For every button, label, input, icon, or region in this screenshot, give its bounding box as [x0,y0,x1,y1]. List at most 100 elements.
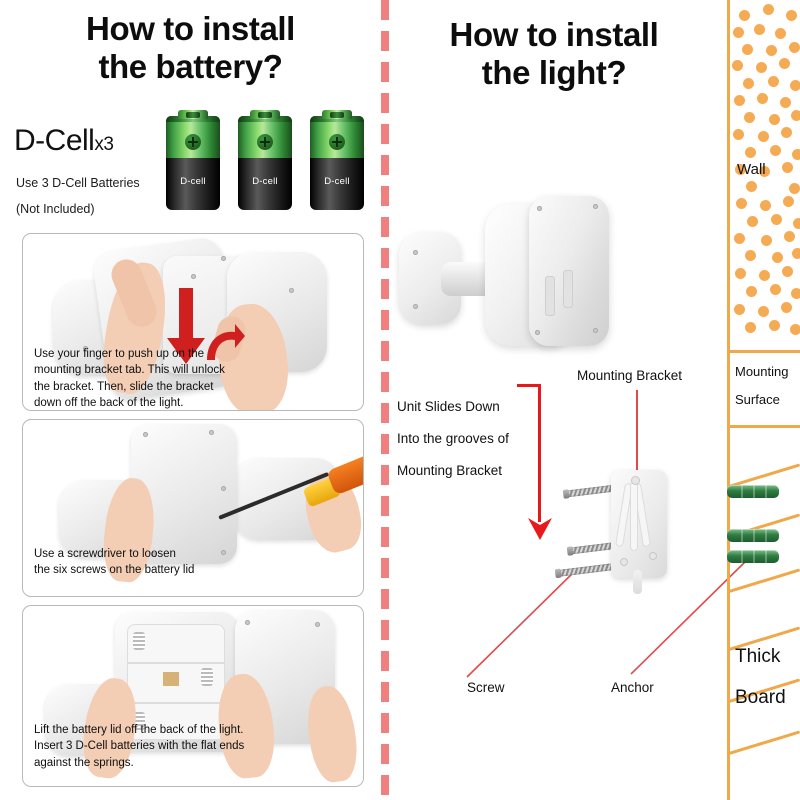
mounting-surface-line2: Surface [735,392,780,407]
slide-arrow-head-icon [528,518,552,540]
battery-label: D-cell [324,176,350,187]
screw-dot [289,288,294,293]
step3-caption-line2: Insert 3 D-Cell batteries with the flat … [34,740,245,753]
screw-label: Screw [467,680,505,695]
bracket-screw-hole [620,558,628,566]
bracket-screw-hole [631,476,640,485]
battery-1: D-cell [166,110,220,210]
step1-caption-line1: Use your finger to push up on the [34,348,205,360]
bracket-rib [631,482,637,550]
dcell-spec-name: D-Cell [14,124,95,157]
dcell-spec-title: D-Cellx3 [14,124,114,158]
step-photo-unlock-bracket: Use your finger to push up on the mounti… [22,233,364,411]
screw-dot [221,550,226,555]
battery-plus-icon [329,134,345,150]
screw-dot [413,304,418,309]
board-hatch [728,730,800,755]
step3-caption-line1: Lift the battery lid off the back of the… [34,724,244,736]
screw-dot [535,330,540,335]
battery-body [310,158,364,210]
thick-board-line1: Thick [735,646,781,667]
slide-arrow-vertical [538,384,541,522]
section-divider [381,0,389,800]
screw-dot [221,486,226,491]
step1-caption-line4: down off the back of the light. [34,396,184,409]
mounting-bracket-leader [636,390,638,498]
battery-spring [133,712,145,730]
screw-dot [593,204,598,209]
battery-plus-icon [185,134,201,150]
battery-spring [133,632,145,650]
bracket-rib [616,483,632,547]
screw-dot [537,206,542,211]
battery-plus-icon [257,134,273,150]
step3-caption-line3: against the springs. [34,756,134,769]
screw-dot [413,250,418,255]
step-photo-insert-batteries: Lift the battery lid off the back of the… [22,605,364,787]
anchor-part-1 [727,485,779,498]
screw-dot [151,552,156,557]
step2-caption-line1: Use a screwdriver to loosen [34,548,176,560]
slide-arrow-horizontal [517,384,541,387]
contact-plate [163,672,179,686]
step2-photo [23,420,363,596]
slide-down-arrow-icon [167,288,205,364]
screw-dot [245,620,250,625]
anchor-label: Anchor [611,680,654,695]
wall-label: Wall [737,161,766,178]
battery-body [166,158,220,210]
compartment-rail [127,662,225,664]
mounting-surface-bottom-edge [727,425,800,428]
light-install-section: How to install the light? Unit Slides Do… [389,0,748,800]
step1-caption-line3: the bracket. Then, slide the bracket [34,380,214,393]
battery-rim [310,116,364,122]
step3-photo [23,606,363,786]
anchor-part-3 [727,550,779,563]
battery-install-section: How to install the battery? D-Cellx3 Use… [0,0,381,800]
step1-caption: Use your finger to push up on the mounti… [34,346,225,410]
battery-terminal-nub [330,112,344,118]
battery-spring [201,668,213,686]
wall-bottom-edge [727,350,800,353]
screw-head [554,568,562,579]
screw-dot [315,622,320,627]
step2-caption-line2: the six screws on the battery lid [34,564,195,577]
unit-slides-line3: Mounting Bracket [397,463,503,478]
battery-label: D-cell [252,176,278,187]
screw-dot [593,328,598,333]
screw-dot [221,256,226,261]
screw-dot [191,274,196,279]
wall-left-edge [727,0,730,800]
screw-head [562,489,570,499]
mounting-surface-line1: Mounting [735,364,789,379]
dcell-spec-quantity: x3 [94,134,114,155]
battery-terminal-nub [186,112,200,118]
battery-section-heading: How to install the battery? [0,10,381,85]
dcell-note-line2: (Not Included) [16,202,95,216]
battery-2: D-cell [238,110,292,210]
mounting-bracket-label: Mounting Bracket [577,368,683,383]
bracket-tab [633,570,642,594]
wall-texture [732,0,800,352]
step3-caption: Lift the battery lid off the back of the… [34,722,244,771]
battery-heading-line2: the battery? [98,47,283,85]
bracket-screw-hole [649,552,657,560]
battery-rim [238,116,292,122]
mounting-bracket-part [611,470,667,594]
battery-3: D-cell [310,110,364,210]
screw-dot [143,432,148,437]
step-photo-loosen-screws: Use a screwdriver to loosen the six scre… [22,419,364,597]
light-heading-line1: How to install [449,16,659,53]
battery-body [238,158,292,210]
battery-rim [166,116,220,122]
battery-terminal-nub [258,112,272,118]
step1-caption-line2: mounting bracket tab. This will unlock [34,364,225,377]
battery-label: D-cell [180,176,206,187]
light-section-heading: How to install the light? [389,16,719,91]
fixture-groove [563,270,573,308]
unit-slides-line1: Unit Slides Down [397,399,500,414]
compartment-rail [127,702,225,704]
battery-heading-line1: How to install [86,10,295,47]
light-fixture-illustration [397,188,617,360]
